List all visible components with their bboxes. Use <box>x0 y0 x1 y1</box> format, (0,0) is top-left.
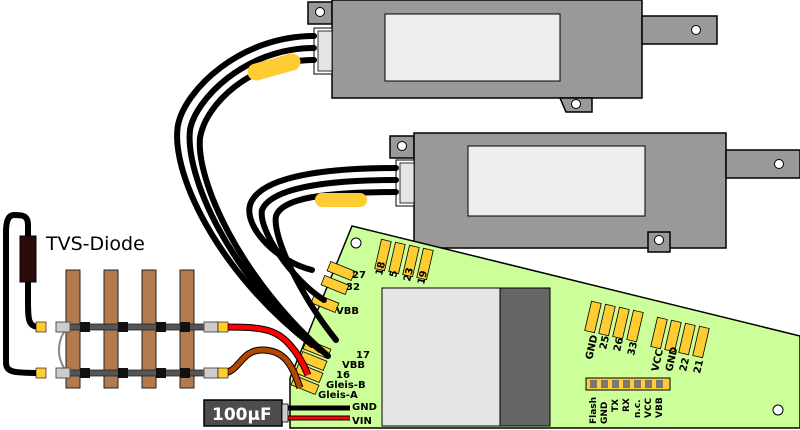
controller-board: 18 5 23 19 GND 25 26 33 VCC GND 22 21 <box>289 225 800 429</box>
rail-joiner <box>203 321 219 333</box>
servo-top-hole-arm <box>691 25 701 35</box>
servo-cables <box>174 33 399 359</box>
left-pad-label: VBB <box>336 306 359 317</box>
right-pad-label: 21 <box>692 359 706 375</box>
servo-top-hole-bottom <box>571 99 581 109</box>
left-pad-label: Gleis-B <box>326 380 366 391</box>
servo-middle <box>389 132 800 253</box>
right-pad-group-1: GND 25 26 33 <box>584 300 644 361</box>
right-pad-label: 26 <box>612 337 626 353</box>
right-pad-label: VCC <box>650 348 666 372</box>
tvs-diode <box>19 235 37 283</box>
header-pin-label: VCC <box>644 397 654 418</box>
top-pad-label: 5 <box>388 269 400 278</box>
tvs-diode-label: TVS-Diode <box>45 233 145 255</box>
top-pad-label: 19 <box>416 270 430 286</box>
right-pad-label: 33 <box>626 341 640 357</box>
tvs-diode-wiring: TVS-Diode <box>2 211 145 379</box>
servo-mid-hole-left <box>397 141 407 151</box>
board-module <box>381 287 501 427</box>
rail-joiner <box>203 367 219 379</box>
servo-top-arm <box>641 15 718 45</box>
right-pad-label: GND <box>584 334 600 361</box>
programming-header: Flash GND TX RX n.c. VCC VBB <box>585 377 671 424</box>
top-pad-group: 18 5 23 19 <box>374 238 434 286</box>
left-pad-label: 32 <box>346 282 360 293</box>
header-pin-label: Flash <box>589 397 599 424</box>
header-pin-label: TX <box>611 399 621 412</box>
servo-mid-arm <box>725 149 800 179</box>
header-pin-label: RX <box>622 398 632 412</box>
left-pad-label: 17 <box>356 350 370 361</box>
right-pad-label: 22 <box>678 357 692 373</box>
rail-joiner <box>55 367 71 379</box>
track <box>55 269 219 389</box>
left-pad-label: 27 <box>352 270 366 281</box>
board-module-shield <box>499 287 551 427</box>
rail-joiner <box>55 321 71 333</box>
left-pad-label: 16 <box>336 370 350 381</box>
servo-mid-hole-bottom <box>654 235 664 245</box>
top-pad-label: 18 <box>374 261 388 277</box>
board-hole-right <box>772 404 784 416</box>
header-pin-label: GND <box>600 402 610 424</box>
right-pad-label: 25 <box>598 335 612 351</box>
servo-top <box>307 0 718 113</box>
track-feed-wires <box>217 321 312 390</box>
servo-top-hole-left <box>315 7 325 17</box>
left-pad-label: VBB <box>342 360 365 371</box>
board-hole-top <box>350 237 362 249</box>
servo-mid-hole-arm <box>774 159 784 169</box>
vin-wire-label: VIN <box>352 416 372 427</box>
header-pin-label: VBB <box>655 397 665 418</box>
capacitor-label: 100µF <box>212 405 272 425</box>
servo-top-label-area <box>384 13 561 82</box>
left-pad-label: Gleis-A <box>318 390 358 401</box>
gnd-wire-label: GND <box>352 402 377 413</box>
servo-mid-label-area <box>467 145 646 217</box>
top-pad-label: 23 <box>402 267 416 283</box>
right-pad-label: GND <box>664 346 680 373</box>
capacitor: 100µF GND VIN <box>203 399 377 427</box>
right-pad-group-2: VCC GND 22 21 <box>650 316 710 375</box>
header-pin-label: n.c. <box>633 399 643 418</box>
